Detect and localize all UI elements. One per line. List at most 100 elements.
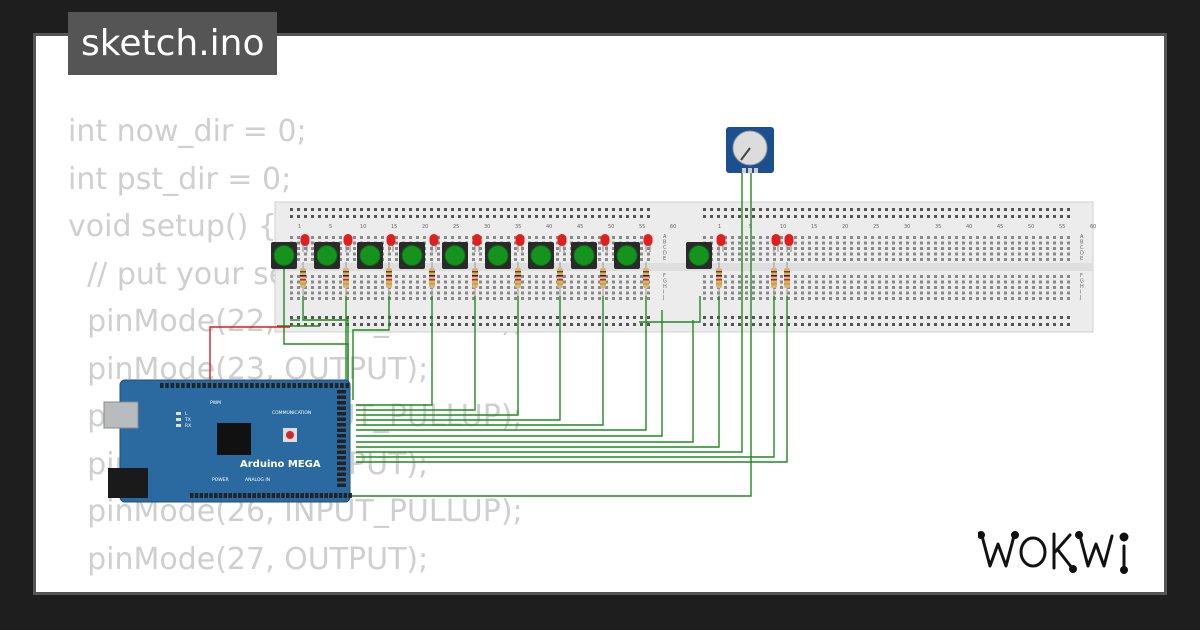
- row-letter: D: [663, 251, 667, 257]
- resistor-band: [386, 271, 392, 273]
- hole: [297, 286, 300, 289]
- hole: [640, 280, 643, 284]
- hole: [612, 215, 615, 218]
- reset-cap: [286, 431, 294, 439]
- hole: [381, 323, 384, 326]
- button-cap: [487, 245, 509, 266]
- hole: [983, 316, 986, 319]
- hole: [437, 291, 440, 295]
- hole: [976, 258, 979, 261]
- hole: [528, 215, 531, 218]
- hole: [528, 286, 531, 289]
- row-letter: I: [1080, 290, 1081, 296]
- hole: [815, 258, 818, 261]
- led: [557, 234, 567, 252]
- hole: [906, 241, 909, 245]
- hole: [843, 291, 846, 295]
- hole: [367, 236, 370, 239]
- hole: [976, 215, 979, 218]
- hole: [416, 275, 419, 278]
- hole: [633, 316, 636, 319]
- hole: [899, 236, 902, 239]
- row-letter: C: [663, 245, 667, 251]
- hole: [976, 252, 979, 256]
- hole: [423, 275, 426, 278]
- hole: [493, 323, 496, 326]
- hole: [927, 247, 930, 250]
- hole: [1060, 247, 1063, 250]
- hole: [773, 215, 776, 218]
- hole: [318, 323, 321, 326]
- hole: [1039, 247, 1042, 250]
- hole: [1025, 236, 1028, 239]
- hole: [605, 291, 608, 295]
- hole: [710, 291, 713, 295]
- hole: [794, 252, 797, 256]
- hole: [1025, 258, 1028, 261]
- hole: [724, 297, 727, 300]
- hole: [892, 297, 895, 300]
- hole: [836, 241, 839, 245]
- hole: [1053, 323, 1056, 326]
- resistor-band: [300, 283, 306, 285]
- resistor-band: [716, 275, 722, 277]
- hole: [836, 286, 839, 289]
- hole: [843, 323, 846, 326]
- hole: [1046, 252, 1049, 256]
- hole: [1025, 241, 1028, 245]
- hole: [955, 316, 958, 319]
- hole: [801, 286, 804, 289]
- hole: [773, 258, 776, 261]
- terminal-row: [290, 291, 1070, 295]
- header-pin: [297, 383, 302, 388]
- hole: [808, 297, 811, 300]
- hole: [346, 258, 349, 261]
- hole: [934, 252, 937, 256]
- hole: [472, 258, 475, 261]
- hole: [892, 316, 895, 319]
- header-pin: [266, 383, 270, 388]
- hole: [948, 316, 951, 319]
- hole: [381, 236, 384, 239]
- hole: [619, 208, 622, 211]
- hole: [465, 297, 468, 300]
- hole: [1053, 208, 1056, 211]
- hole: [395, 323, 398, 326]
- led: [716, 234, 726, 252]
- hole: [640, 275, 643, 278]
- hole: [1060, 291, 1063, 295]
- hole: [423, 291, 426, 295]
- hole: [1011, 215, 1014, 218]
- hole: [514, 258, 517, 261]
- hole: [563, 291, 566, 295]
- hole: [528, 280, 531, 284]
- header-pin: [319, 383, 323, 388]
- hole: [822, 291, 825, 295]
- hole: [920, 275, 923, 278]
- header-pin: [337, 461, 346, 465]
- hole: [339, 215, 342, 218]
- hole: [297, 215, 300, 218]
- hole: [1025, 252, 1028, 256]
- hole: [640, 215, 643, 218]
- hole: [353, 323, 356, 326]
- hole: [752, 297, 755, 300]
- hole: [976, 323, 979, 326]
- hole: [486, 215, 489, 218]
- hole: [948, 323, 951, 326]
- hole: [444, 323, 447, 326]
- hole: [983, 297, 986, 300]
- hole: [969, 247, 972, 250]
- hole: [584, 236, 587, 239]
- hole: [465, 236, 468, 239]
- hole: [948, 286, 951, 289]
- board-led-label: TX: [184, 417, 191, 423]
- hole: [976, 286, 979, 289]
- hole: [703, 291, 706, 295]
- hole: [437, 280, 440, 284]
- hole: [521, 208, 524, 211]
- hole: [969, 280, 972, 284]
- hole: [290, 291, 293, 295]
- push-button: [485, 242, 511, 269]
- hole: [759, 280, 762, 284]
